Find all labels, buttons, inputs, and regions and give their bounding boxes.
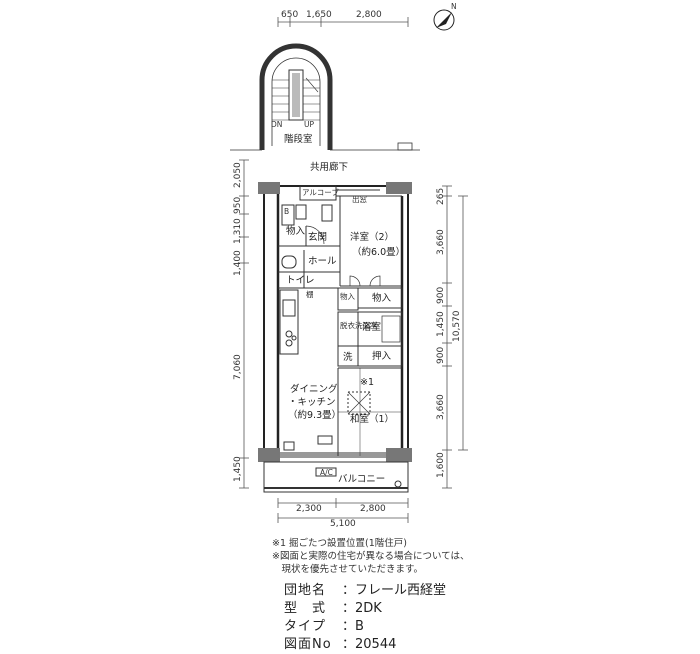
dim-left-1: 2,050	[233, 162, 243, 188]
info-row: 型 式 ：2DK	[284, 600, 446, 618]
toilet-label: トイレ	[286, 275, 315, 286]
dining-kitchen-size: （約9.3畳）	[288, 409, 341, 421]
info-value: ：20544	[342, 637, 397, 652]
stair-up-label: UP	[304, 120, 314, 129]
dining-kitchen-label-2: ・キッチン	[288, 397, 336, 408]
washer-label: 洗	[343, 351, 353, 363]
hall-toilet	[278, 250, 340, 289]
dining-kitchen-label: ダイニング	[290, 383, 338, 395]
dim-right-4: 1,450	[436, 311, 446, 337]
dim-left-6: 1,450	[233, 456, 243, 482]
dim-left-3: 1,310	[233, 218, 243, 244]
storage-2-label: 物入	[340, 291, 355, 301]
left-dimensions	[239, 159, 249, 489]
storage-3-label: 物入	[372, 292, 392, 304]
structural-columns	[258, 182, 412, 462]
dim-right-1: 265	[436, 188, 446, 205]
kotatsu-note-mark: ※1	[360, 377, 374, 388]
info-value: ：フレール西経堂	[342, 583, 447, 598]
bathroom-label: 浴室	[362, 321, 381, 333]
dim-right-6: 3,660	[436, 394, 446, 420]
dim-left-5: 7,060	[233, 354, 243, 380]
note-1: ※1 掘ごたつ設置位置(1階住戸)	[272, 538, 407, 549]
right-dimensions	[442, 185, 468, 489]
western-room-size: （約6.0畳）	[352, 246, 405, 258]
kitchen-counter	[279, 289, 333, 451]
western-room-label: 洋室（2）	[350, 231, 394, 243]
dim-right-total: 10,570	[452, 310, 462, 342]
corridor-label: 共用廊下	[310, 161, 348, 173]
entrance-area	[278, 185, 402, 247]
info-value: ：2DK	[342, 601, 382, 616]
dim-left-4: 1,400	[233, 250, 243, 276]
dim-top-2: 1,650	[306, 10, 332, 20]
entrance-label: 玄関	[308, 231, 327, 243]
info-row: タイプ ：B	[284, 618, 446, 636]
bay-window-label: 出窓	[352, 194, 367, 204]
property-info: 団地名 ：フレール西経堂 型 式 ：2DK タイプ ：B 図面No ：20544	[284, 582, 446, 654]
dim-top-1: 650	[281, 10, 298, 20]
dim-bottom-2: 2,800	[360, 504, 386, 514]
note-3: 現状を優先させていただきます。	[272, 564, 424, 575]
dim-right-7: 1,600	[436, 452, 446, 478]
alcove-label: アルコーブ	[302, 187, 339, 197]
info-value: ：B	[342, 619, 364, 634]
balcony-area	[263, 461, 409, 493]
notes: ※1 掘ごたつ設置位置(1階住戸) ※図面と実際の住宅が異なる場合については、 …	[272, 537, 470, 576]
japanese-room	[337, 368, 402, 456]
info-key: 図面No	[284, 637, 332, 652]
washroom-label: 脱衣洗面室	[340, 320, 378, 330]
hall-label: ホール	[308, 256, 337, 267]
dim-right-3: 900	[436, 287, 446, 304]
top-dimensions	[277, 17, 409, 27]
info-row: 図面No ：20544	[284, 636, 446, 654]
north-label: N	[451, 2, 457, 11]
info-row: 団地名 ：フレール西経堂	[284, 582, 446, 600]
north-arrow-icon: N	[433, 2, 457, 31]
balcony-label: バルコニー	[338, 474, 385, 485]
bottom-dimensions	[277, 498, 409, 523]
western-room	[339, 196, 402, 287]
dim-bottom-1: 2,300	[296, 504, 322, 514]
shelf-label: 棚	[306, 289, 314, 299]
shoe-box-label: B	[284, 207, 289, 216]
japanese-room-label: 和室（1）	[350, 413, 394, 425]
note-2: ※図面と実際の住宅が異なる場合については、	[272, 551, 470, 562]
dim-bottom-total: 5,100	[330, 519, 356, 529]
closet-label: 押入	[372, 350, 392, 362]
dim-top-3: 2,800	[356, 10, 382, 20]
info-key: 団地名	[284, 583, 327, 598]
dim-right-5: 900	[436, 347, 446, 364]
ac-label: A/C	[320, 468, 333, 477]
stair-dn-label: DN	[271, 120, 282, 129]
info-key: 型 式	[284, 601, 327, 616]
dim-right-2: 3,660	[436, 229, 446, 255]
info-key: タイプ	[284, 619, 327, 634]
stairwell	[230, 43, 420, 151]
stairwell-label: 階段室	[284, 133, 313, 145]
dim-left-2: 950	[233, 197, 243, 214]
storage-block	[337, 287, 403, 369]
storage-1-label: 物入	[286, 225, 306, 237]
